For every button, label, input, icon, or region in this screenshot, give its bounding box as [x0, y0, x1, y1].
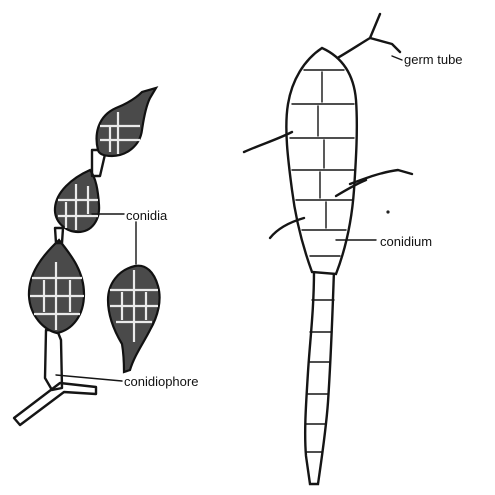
- germ-tube-leader: [392, 56, 402, 60]
- conidiophore-stalk: [45, 330, 62, 390]
- conidium-upper: [97, 88, 156, 156]
- germ-tube-left-upper: [244, 132, 292, 152]
- label-conidium: conidium: [380, 234, 432, 249]
- label-conidiophore: conidiophore: [124, 374, 198, 389]
- conidiophore-leader: [56, 375, 122, 381]
- label-conidia: conidia: [126, 208, 168, 223]
- label-germ-tube: germ tube: [404, 52, 463, 67]
- germ-tube-top: [334, 14, 400, 60]
- speck: [386, 210, 389, 213]
- germinating-conidium: [244, 14, 412, 484]
